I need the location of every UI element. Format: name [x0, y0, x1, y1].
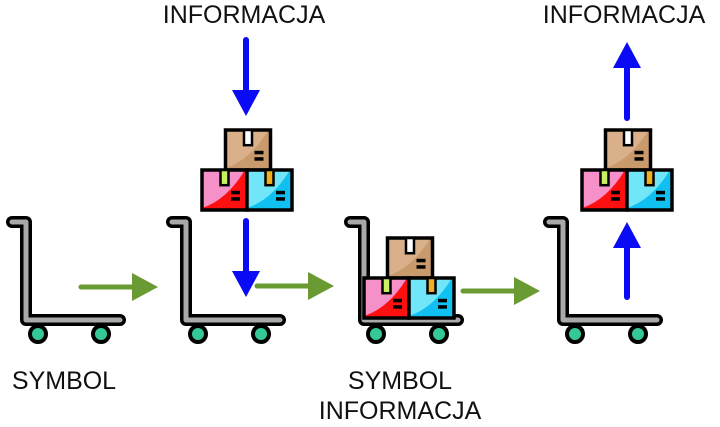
- arrow-head: [613, 222, 641, 248]
- box-red-icon: [362, 276, 411, 320]
- box-highlight: [364, 278, 407, 316]
- box-label-line: [438, 298, 447, 303]
- box-label-line: [611, 190, 620, 195]
- info-arrow-out-cart: [613, 222, 641, 300]
- box-tape: [219, 168, 230, 187]
- box-cyan-icon: [407, 276, 456, 320]
- box-tape: [599, 168, 610, 187]
- arrow-head: [514, 277, 540, 305]
- wheel-icon: [251, 324, 271, 344]
- cart-frame: [169, 219, 283, 323]
- box-label-line: [276, 197, 285, 201]
- arrow-head: [232, 271, 260, 297]
- cart-frame: [9, 219, 123, 323]
- box-tape: [264, 168, 275, 187]
- box-tape: [404, 236, 416, 255]
- label-information-loaded: INFORMACJA: [318, 397, 482, 425]
- cart-icon-loaded: [344, 216, 464, 344]
- box-red-icon: [200, 168, 249, 212]
- box-highlight: [605, 130, 649, 168]
- cart-frame: [347, 219, 461, 323]
- flow-arrow-1: [78, 273, 158, 301]
- boxes-icon-incoming: [200, 128, 294, 212]
- box-cyan-icon: [245, 168, 294, 212]
- cart-icon-empty: [6, 216, 126, 344]
- box-tape: [622, 128, 634, 147]
- box-tape: [242, 128, 254, 147]
- box-label-line: [438, 305, 447, 309]
- box-label-line: [656, 190, 665, 195]
- box-label-line: [254, 150, 264, 155]
- flow-arrow-2: [254, 272, 334, 300]
- box-label-line: [656, 197, 665, 201]
- box-highlight: [387, 238, 431, 276]
- box-highlight: [627, 170, 670, 208]
- box-tape: [644, 168, 655, 187]
- wheel-icon: [628, 324, 648, 344]
- box-cyan-icon: [625, 168, 674, 212]
- box-label-line: [231, 197, 240, 201]
- wheel-icon: [565, 324, 585, 344]
- box-highlight: [225, 130, 269, 168]
- label-information-source: INFORMACJA: [162, 1, 326, 29]
- info-arrow-in-cart: [232, 218, 260, 297]
- box-highlight: [202, 170, 245, 208]
- box-label-line: [231, 190, 240, 195]
- box-label-line: [611, 197, 620, 201]
- box-red-icon: [580, 168, 629, 212]
- box-label-line: [393, 305, 402, 309]
- box-tape: [381, 276, 392, 295]
- cart-frame: [546, 219, 660, 323]
- box-label-line: [393, 298, 402, 303]
- cart-icon-receiving: [166, 216, 286, 344]
- label-information-output: INFORMACJA: [542, 1, 706, 29]
- box-brown-icon: [603, 128, 653, 172]
- boxes-icon-on-cart: [362, 236, 456, 320]
- label-symbol: SYMBOL: [11, 367, 117, 395]
- box-brown-icon: [223, 128, 273, 172]
- wheel-icon: [28, 324, 48, 344]
- box-label-line: [254, 157, 264, 161]
- box-label-line: [634, 157, 644, 161]
- box-highlight: [409, 278, 452, 316]
- wheel-icon: [188, 324, 208, 344]
- box-tape: [426, 276, 437, 295]
- info-arrow-out-top: [613, 42, 641, 121]
- label-symbol-loaded: SYMBOL: [347, 367, 453, 395]
- info-arrow-in-top: [232, 37, 260, 116]
- box-highlight: [582, 170, 625, 208]
- box-brown-icon: [385, 236, 435, 280]
- arrow-head: [232, 90, 260, 116]
- box-label-line: [416, 265, 426, 269]
- flow-arrow-3: [460, 277, 540, 305]
- box-highlight: [247, 170, 290, 208]
- boxes-icon-outgoing: [580, 128, 674, 212]
- wheel-icon: [429, 324, 449, 344]
- wheel-icon: [91, 324, 111, 344]
- arrow-head: [613, 42, 641, 68]
- arrow-head: [308, 272, 334, 300]
- wheel-icon: [366, 324, 386, 344]
- box-label-line: [416, 258, 426, 263]
- box-label-line: [276, 190, 285, 195]
- box-label-line: [634, 150, 644, 155]
- cart-icon-releasing: [543, 216, 663, 344]
- arrow-head: [132, 273, 158, 301]
